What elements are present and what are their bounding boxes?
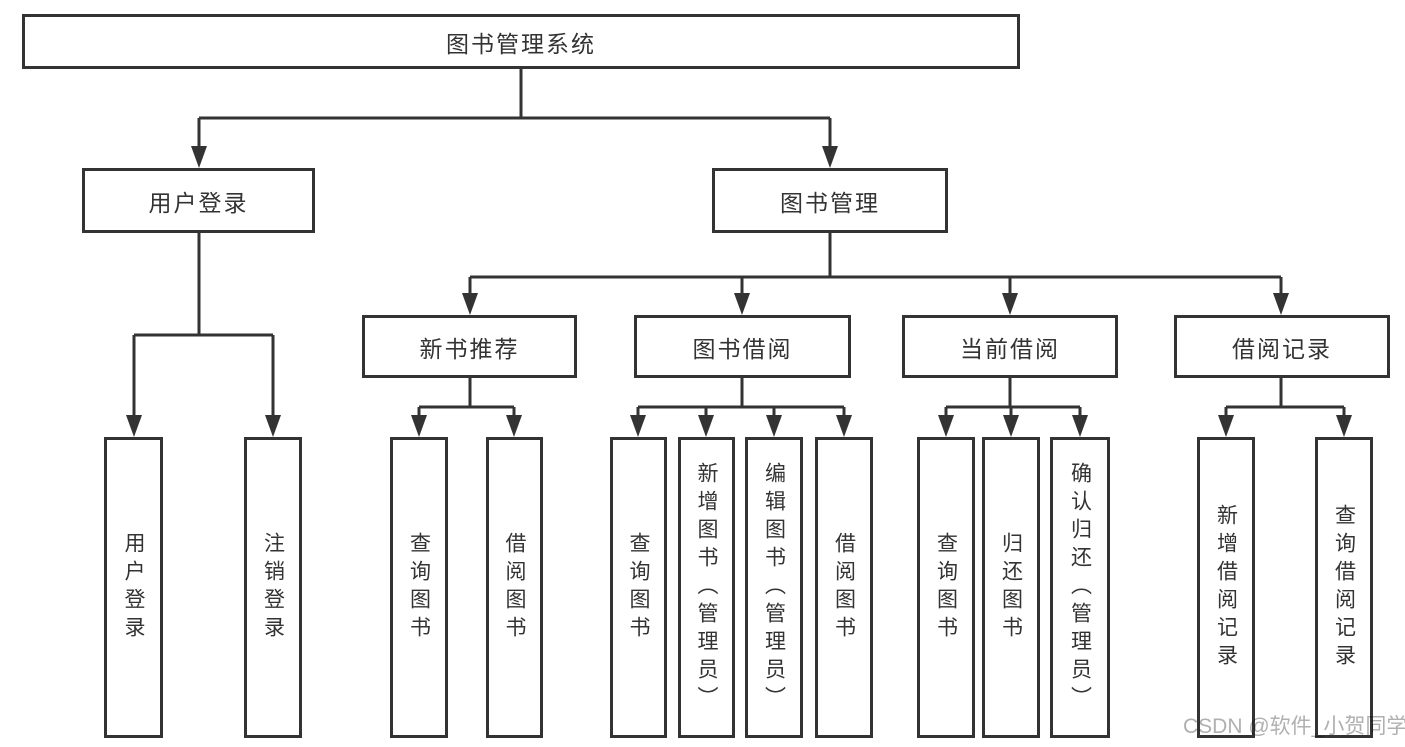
node-book-borrow: 图书借阅 xyxy=(634,315,851,378)
leaf-borrow-book-2-label: 借阅图书 xyxy=(832,531,856,644)
leaf-add-book-admin: 新增图书（管理员） xyxy=(678,437,735,738)
leaf-confirm-return-admin: 确认归还（管理员） xyxy=(1050,437,1110,738)
leaf-user-login-label: 用户登录 xyxy=(122,531,145,644)
leaf-query-book-3: 查询图书 xyxy=(917,437,975,738)
leaf-query-book-2: 查询图书 xyxy=(610,437,667,738)
connector-book-management-branch xyxy=(462,233,1289,315)
node-new-book-recommend: 新书推荐 xyxy=(362,315,577,378)
leaf-confirm-return-admin-label: 确认归还（管理员） xyxy=(1068,461,1092,714)
leaf-add-book-admin-label: 新增图书（管理员） xyxy=(695,461,718,714)
leaf-query-book-2-label: 查询图书 xyxy=(627,531,650,644)
connector-book-borrow-branch xyxy=(630,378,852,437)
node-book-management-label: 图书管理 xyxy=(780,189,880,216)
leaf-query-book-3-label: 查询图书 xyxy=(934,531,958,644)
leaf-edit-book-admin-label: 编辑图书（管理员） xyxy=(762,461,786,714)
node-borrow-record: 借阅记录 xyxy=(1174,315,1390,378)
node-book-borrow-label: 图书借阅 xyxy=(692,335,793,362)
leaf-logout-label: 注销登录 xyxy=(261,531,285,644)
node-current-borrow-label: 当前借阅 xyxy=(960,335,1060,362)
leaf-borrow-book-1-label: 借阅图书 xyxy=(503,531,526,644)
leaf-edit-book-admin: 编辑图书（管理员） xyxy=(745,437,803,738)
leaf-return-book: 归还图书 xyxy=(982,437,1040,738)
node-borrow-record-label: 借阅记录 xyxy=(1232,335,1332,362)
connector-root-to-level2 xyxy=(191,69,838,168)
connector-user-login-branch xyxy=(126,233,281,437)
leaf-return-book-label: 归还图书 xyxy=(999,531,1023,644)
leaf-query-borrow-record-label: 查询借阅记录 xyxy=(1332,503,1356,672)
node-root: 图书管理系统 xyxy=(22,14,1020,69)
connector-borrow-record-branch xyxy=(1218,378,1352,437)
node-current-borrow: 当前借阅 xyxy=(902,315,1118,378)
leaf-add-borrow-record: 新增借阅记录 xyxy=(1197,437,1255,738)
leaf-borrow-book-1: 借阅图书 xyxy=(486,437,543,738)
node-root-label: 图书管理系统 xyxy=(446,30,596,57)
leaf-user-login: 用户登录 xyxy=(104,437,163,738)
leaf-add-borrow-record-label: 新增借阅记录 xyxy=(1214,503,1238,672)
node-new-book-recommend-label: 新书推荐 xyxy=(419,335,520,362)
connector-new-book-branch xyxy=(411,378,522,437)
connector-current-borrow-branch xyxy=(938,378,1088,437)
node-user-login-label: 用户登录 xyxy=(148,189,249,216)
leaf-query-book-1-label: 查询图书 xyxy=(407,531,431,644)
node-user-login: 用户登录 xyxy=(82,168,315,233)
leaf-borrow-book-2: 借阅图书 xyxy=(815,437,873,738)
leaf-logout: 注销登录 xyxy=(244,437,302,738)
leaf-query-borrow-record: 查询借阅记录 xyxy=(1315,437,1373,738)
node-book-management: 图书管理 xyxy=(712,168,948,233)
leaf-query-book-1: 查询图书 xyxy=(390,437,448,738)
watermark: CSDN @软件_小贺同学 xyxy=(1183,715,1405,738)
